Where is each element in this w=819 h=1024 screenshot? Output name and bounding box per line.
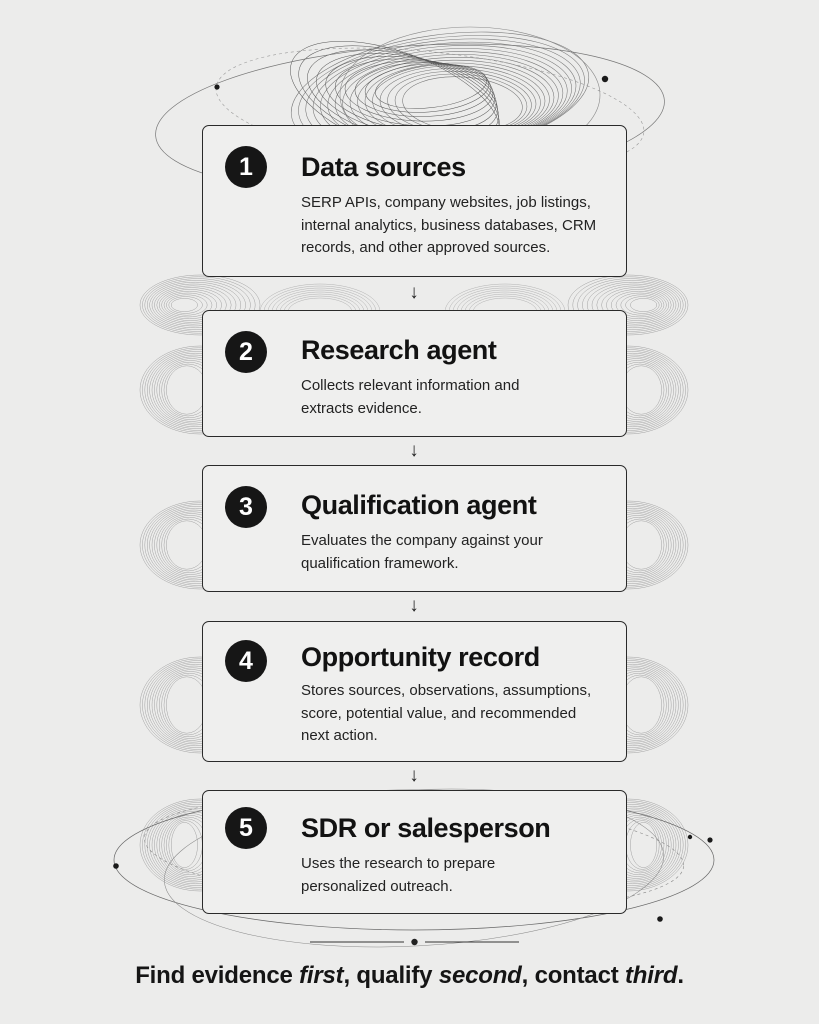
decorative-ellipse [344, 60, 494, 122]
decorative-ellipse [586, 281, 679, 329]
step-description: Collects relevant information and extrac… [301, 377, 520, 417]
decorative-ellipse [601, 287, 672, 323]
decorative-ellipse [375, 64, 487, 109]
decorative-ellipse [364, 63, 490, 113]
decorative-ellipse [161, 290, 218, 320]
decorative-dot [707, 837, 713, 843]
flow-arrow: ↓ [409, 440, 419, 461]
step-description: Uses the research to prepare personalize… [301, 855, 496, 895]
decorative-ellipse [615, 292, 665, 318]
step-number-badge: 5 [225, 807, 267, 849]
decorative-ellipse [625, 296, 660, 314]
decorative-ellipse [630, 298, 658, 312]
step-title: Opportunity record [301, 642, 540, 672]
decorative-dot [657, 916, 663, 922]
decorative-ellipse [142, 276, 256, 334]
tagline: Find evidence first, qualify second, con… [0, 962, 819, 990]
flow-arrow: ↓ [409, 595, 419, 616]
decorative-ellipse [156, 287, 227, 323]
decorative-ellipse [620, 294, 662, 316]
divider-rule [310, 938, 519, 946]
decorative-dot [214, 84, 220, 90]
tagline-text: . [677, 962, 684, 989]
decorative-ellipse [168, 296, 203, 314]
flow-arrow: ↓ [409, 765, 419, 786]
step-title: Qualification agent [301, 490, 537, 520]
decorative-ellipse [166, 294, 208, 316]
step-title: Data sources [301, 152, 466, 182]
step-description: Stores sources, observations, assumption… [301, 682, 592, 744]
tagline-text: , contact [521, 962, 625, 989]
decorative-ellipse [170, 298, 198, 312]
step-card-opportunity-record: 4 Opportunity record Stores sources, obs… [202, 621, 627, 762]
decorative-ellipse [168, 820, 203, 870]
decorative-ellipse [610, 290, 667, 320]
decorative-ellipse [149, 281, 242, 329]
step-description: SERP APIs, company websites, job listing… [301, 194, 597, 256]
step-number-badge: 2 [225, 331, 267, 373]
decorative-dot [113, 863, 119, 869]
decorative-ellipse [146, 280, 246, 330]
tagline-emphasis: first [299, 962, 344, 989]
step-number-badge: 3 [225, 486, 267, 528]
decorative-ellipse [606, 289, 670, 321]
decorative-ellipse [596, 285, 674, 325]
tagline-emphasis: third [625, 962, 678, 989]
decorative-ellipse [151, 283, 237, 327]
decorative-ellipse [625, 820, 660, 870]
step-title: SDR or salesperson [301, 813, 551, 843]
decorative-ellipse [170, 822, 198, 868]
tagline-text: , qualify [343, 962, 439, 989]
flow-arrow: ↓ [409, 282, 419, 303]
decorative-ellipse [591, 283, 677, 327]
step-card-sdr-or-salesperson: 5 SDR or salesperson Uses the research t… [202, 790, 627, 914]
decorative-dot [687, 834, 693, 840]
decorative-ellipse [582, 280, 682, 330]
decorative-ellipse [572, 276, 686, 334]
decorative-ellipse [577, 278, 684, 332]
decorative-dot [601, 75, 609, 83]
step-number-badge: 1 [225, 146, 267, 188]
decorative-ellipse [144, 278, 251, 332]
decorative-ellipse [567, 274, 689, 336]
decorative-ellipse [154, 285, 232, 325]
step-card-qualification-agent: 3 Qualification agent Evaluates the comp… [202, 465, 627, 592]
decorative-ellipse [139, 274, 261, 336]
step-title: Research agent [301, 335, 497, 365]
decorative-ellipse [163, 292, 213, 318]
step-card-data-sources: 1 Data sources SERP APIs, company websit… [202, 125, 627, 277]
decorative-ellipse [335, 58, 495, 127]
tagline-text: Find evidence [135, 962, 300, 989]
tagline-emphasis: second [438, 962, 522, 989]
decorative-ellipse [354, 62, 492, 117]
step-description: Evaluates the company against your quali… [301, 532, 543, 572]
step-card-research-agent: 2 Research agent Collects relevant infor… [202, 310, 627, 437]
decorative-ellipse [630, 822, 658, 868]
decorative-ellipse [158, 289, 222, 321]
step-number-badge: 4 [225, 640, 267, 682]
